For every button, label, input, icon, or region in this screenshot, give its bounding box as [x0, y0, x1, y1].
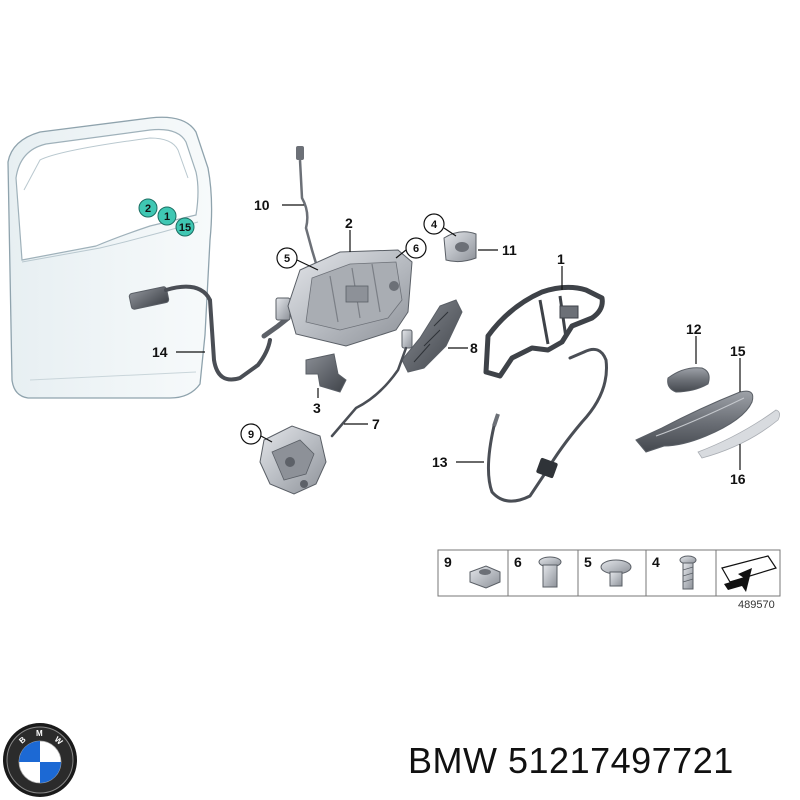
diagram-reference-number: 489570 — [738, 599, 775, 611]
svg-text:M: M — [36, 729, 43, 738]
callout-9: 9 — [248, 429, 254, 441]
arrow-symbol-icon — [721, 555, 777, 592]
callout-6-circle[interactable]: 6 — [405, 237, 427, 259]
fastener-4-label: 4 — [652, 554, 660, 570]
fastener-cell-9[interactable]: 9 — [444, 554, 501, 589]
part-15-outer-handle[interactable] — [635, 390, 754, 453]
fastener-cell-5[interactable]: 5 — [584, 554, 632, 587]
callout-8[interactable]: 8 — [470, 340, 478, 356]
part-10-rod[interactable] — [296, 146, 320, 271]
door-marker-2-label: 2 — [145, 203, 151, 215]
callout-6: 6 — [413, 243, 419, 255]
part-12-cover[interactable] — [667, 367, 710, 393]
door-marker-1-label: 1 — [164, 211, 170, 223]
part-14-bowden-cable[interactable] — [128, 284, 291, 382]
fastener-table: 9 6 5 4 — [437, 549, 781, 597]
callout-12[interactable]: 12 — [686, 321, 702, 337]
callout-4: 4 — [431, 219, 438, 231]
callout-13[interactable]: 13 — [432, 454, 448, 470]
door-marker-15[interactable]: 15 — [175, 217, 195, 237]
callout-7[interactable]: 7 — [372, 416, 380, 432]
callout-11[interactable]: 11 — [502, 242, 517, 258]
callout-5: 5 — [284, 253, 290, 265]
part-1-handle-carrier[interactable] — [483, 284, 605, 379]
part-7-cable[interactable] — [330, 329, 413, 438]
rear-door-panel — [7, 116, 213, 399]
part-2-door-lock[interactable] — [287, 249, 413, 347]
door-marker-15-label: 15 — [179, 222, 191, 234]
fastener-5-label: 5 — [584, 554, 592, 570]
fastener-9-label: 9 — [444, 554, 452, 570]
callout-9-circle[interactable]: 9 — [240, 423, 262, 445]
callout-15[interactable]: 15 — [730, 343, 746, 359]
svg-text:B: B — [17, 735, 27, 746]
callout-16[interactable]: 16 — [730, 471, 746, 487]
part-11-striker[interactable] — [443, 231, 477, 263]
fastener-cell-6[interactable]: 6 — [514, 554, 562, 588]
door-marker-2[interactable]: 2 — [138, 198, 158, 218]
callout-14[interactable]: 14 — [152, 344, 168, 360]
brand-part-number: BMW 51217497721 — [408, 740, 734, 782]
callout-4-circle[interactable]: 4 — [423, 213, 445, 235]
callout-5-circle[interactable]: 5 — [276, 247, 298, 269]
fastener-cell-4[interactable]: 4 — [652, 554, 697, 590]
door-marker-1[interactable]: 1 — [157, 206, 177, 226]
callout-1[interactable]: 1 — [557, 251, 565, 267]
callout-3[interactable]: 3 — [313, 400, 321, 416]
part-number: 51217497721 — [508, 740, 734, 781]
callout-10[interactable]: 10 — [254, 197, 270, 213]
part-16-trim-strip[interactable] — [697, 409, 780, 459]
brand-name: BMW — [408, 740, 498, 781]
fastener-6-label: 6 — [514, 554, 522, 570]
part-8-gasket[interactable] — [401, 299, 463, 373]
svg-text:W: W — [53, 735, 65, 747]
part-9-actuator[interactable] — [259, 425, 327, 495]
part-3-bracket[interactable] — [305, 353, 347, 393]
part-13-cable[interactable] — [486, 347, 608, 503]
bmw-logo: B M W — [3, 723, 77, 797]
callout-2[interactable]: 2 — [345, 215, 353, 231]
